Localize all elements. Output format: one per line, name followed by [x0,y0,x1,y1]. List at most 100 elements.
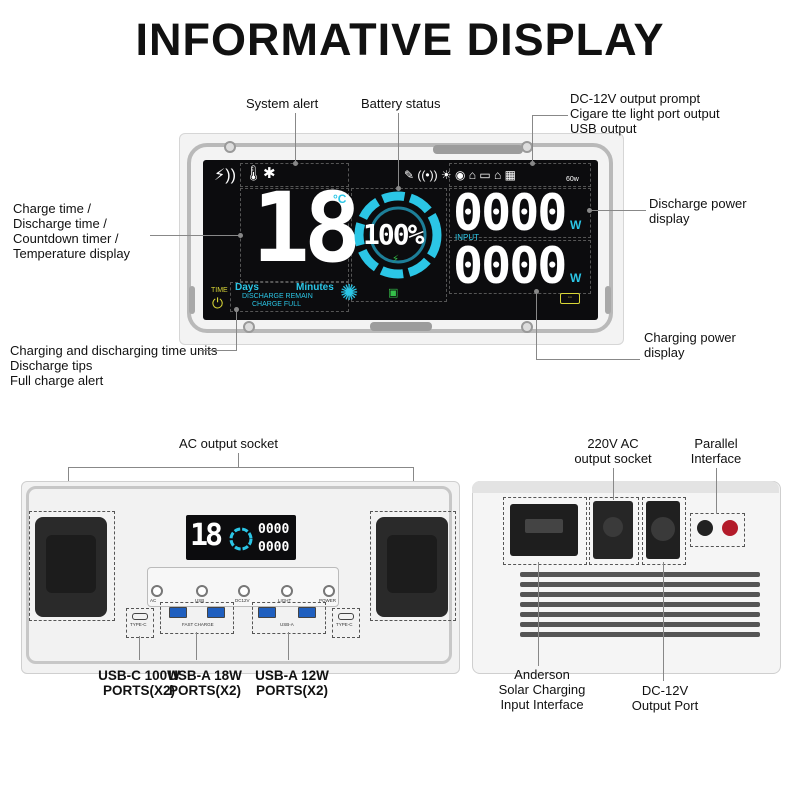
callout-parallel-line-1: Parallel [694,436,738,451]
callout-220v-line-1: 220V AC [587,436,639,451]
alert-icon: ⚡︎)) [214,167,236,184]
usb-c-port-right[interactable] [338,613,354,620]
callout-time-units-1: Charging and discharging time units [10,343,218,358]
temp-unit: °C [333,192,347,206]
dc-port-box [642,497,686,565]
ac-socket-left[interactable] [35,517,107,617]
power-icon: ⏻ [212,295,224,311]
charging-bolt-icon: ⚡︎ [392,254,400,265]
usb-a-port-2[interactable] [298,607,316,618]
fast-charge-label: FAST CHARGE [182,622,214,627]
usb-c-box-right [332,608,360,638]
power-button[interactable] [323,585,335,597]
battery-icon: ▣ [388,287,399,299]
callout-dc-prompt-2: Cigare tte light port output [570,106,720,121]
usb-a-18w-line-2: PORTS(X2) [168,683,241,698]
callout-charge-time-4: Temperature display [13,246,131,261]
usb-c-ports-line-1: USB-C 100W [98,668,180,683]
mini-battery-ring [229,527,253,551]
dc12v-button[interactable] [238,585,250,597]
discharge-watts: 0000 [453,184,567,242]
usb-c-port-left[interactable] [132,613,148,620]
callout-220v-line-2: output socket [574,451,652,466]
screw [224,141,236,153]
light-button[interactable] [281,585,293,597]
usb-c-ports-line-2: PORTS(X2) [102,683,175,698]
usb-c-box-left [126,608,154,638]
callout-time-units-3: Full charge alert [10,373,104,388]
ac-button-label: AC [150,598,157,603]
usb-a-12w-ports-label: USB-A 12W PORTS(X2) [247,668,337,698]
parallel-terminal-black[interactable] [697,520,713,536]
frame-handle [605,286,611,314]
usb-a-fast-port-1[interactable] [169,607,187,618]
callout-discharge-power-2: display [649,211,690,226]
anderson-slot [525,519,563,533]
callout-dc-12v-line-1: DC-12V [641,683,689,698]
mini-temperature: 18 [190,518,223,553]
display-frame [187,143,613,333]
battery-percent: 100% [363,218,424,251]
screw [521,321,533,333]
callout-charge-time-3: Countdown timer / [13,231,119,246]
time-units-box [230,282,349,312]
light-button-label: LIGHT [278,598,292,603]
callout-anderson: Anderson Solar Charging Input Interface [488,667,596,712]
usb-a-port-1[interactable] [258,607,276,618]
discharge-box [449,188,591,238]
ac-button[interactable] [151,585,163,597]
rear-top-edge [472,481,779,493]
output-icons-box [449,163,591,187]
ac-socket-box [589,497,639,565]
battery-ring [354,191,442,279]
callout-discharge-power-1: Discharge power [649,196,747,211]
frame-bar [370,322,432,331]
power-button-label: POWER [319,598,337,603]
frame-handle [189,286,195,314]
usb-c-badge: 60w [566,176,579,183]
charge-box [449,240,591,294]
parallel-terminal-red[interactable] [722,520,738,536]
callout-anderson-line-3: Input Interface [500,697,584,712]
charge-watt-unit: W [570,271,582,285]
usb-a-box [252,602,326,634]
usb-a-label: USB-A [280,622,294,627]
callout-system-alert: System alert [246,96,319,111]
ac-socket-box-left [29,511,115,621]
frame-bar [433,145,523,154]
temperature-readout: 18 [252,172,362,284]
usb-c-ports-label: USB-C 100W PORTS(X2) [84,668,194,698]
time-label: TIME [211,287,228,294]
page-title: INFORMATIVE DISPLAY [135,14,665,65]
type-c-label-right: TYPE-C [336,622,353,627]
minutes-label: Minutes [296,282,334,293]
fan-icon: ✺ [340,280,359,305]
rear-ac-socket-face [603,517,623,537]
usb-a-18w-line-1: USB-A 18W [168,668,242,683]
dc-12v-port-face [651,517,675,541]
callout-dc-12v: DC-12V Output Port [620,683,710,713]
usb-a-fast-box [160,602,234,634]
callout-dc-12v-line-2: Output Port [631,698,699,713]
callout-charge-time-2: Discharge time / [13,216,107,231]
screw [243,321,255,333]
mini-discharge: 0000 [258,522,290,537]
charge-full-tip: CHARGE FULL [252,301,302,308]
usb-a-fast-port-2[interactable] [207,607,225,618]
discharge-watt-unit: W [570,218,582,232]
callout-time-units-2: Discharge tips [10,358,93,373]
callout-battery-status: Battery status [361,96,441,111]
callout-charging-power-1: Charging power [644,330,736,345]
callout-charge-time-1: Charge time / [13,201,92,216]
mini-charge: 0000 [258,540,290,555]
callout-anderson-line-1: Anderson [514,667,570,682]
usb-button[interactable] [196,585,208,597]
ac-socket-right[interactable] [376,517,448,617]
discharge-tip: DISCHARGE REMAIN [242,293,313,300]
dc12v-button-label: DC12V [235,598,250,603]
type-c-label-left: TYPE-C [130,622,147,627]
charge-watts: 0000 [453,237,567,295]
ac-socket-box-right [370,511,456,621]
callout-220v-ac: 220V AC output socket [565,436,661,466]
callout-parallel: Parallel Interface [682,436,750,466]
